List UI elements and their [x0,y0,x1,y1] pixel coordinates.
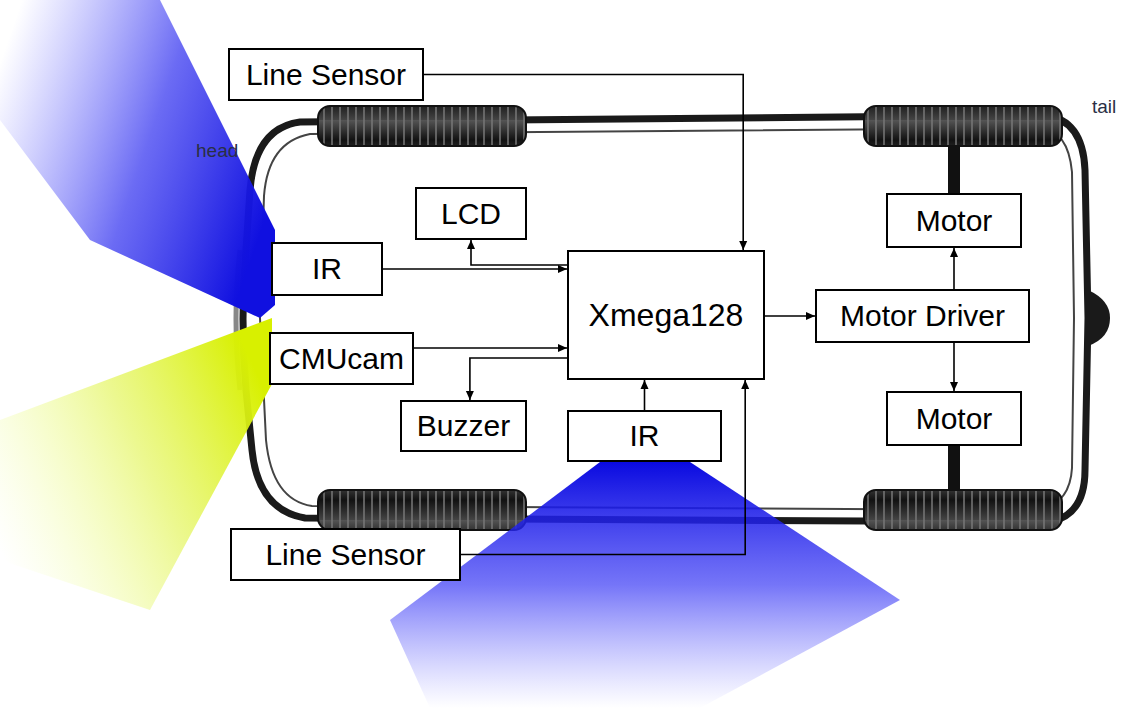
component-box: Line Sensor [228,48,424,101]
component-box: CMUcam [269,332,414,385]
component-label: LCD [441,197,501,231]
component-label: Line Sensor [265,538,425,572]
signal-arrow [953,248,955,289]
component-box: Xmega128 [567,250,765,380]
orientation-label: tail [1092,96,1116,118]
signal-arrow [644,380,646,410]
component-box: IR [271,242,383,296]
signal-arrow [765,315,815,317]
signal-arrow [424,75,743,251]
signal-arrow [383,268,567,270]
component-label: Motor Driver [840,299,1005,333]
axle [948,146,960,194]
wheel [864,106,1062,146]
car-inner-line [260,128,1074,510]
component-label: CMUcam [279,342,404,376]
component-label: Motor [916,204,993,238]
signal-arrow [414,347,567,349]
component-label: Buzzer [417,409,510,443]
component-label: Motor [916,402,993,436]
component-box: LCD [415,187,527,240]
component-box: IR [567,410,722,462]
component-label: IR [312,252,342,286]
component-box: Buzzer [400,400,527,452]
component-box: Motor [886,391,1022,446]
signal-arrow [953,343,955,391]
signal-arrow [470,358,567,400]
tail-bump [1088,290,1110,346]
component-label: IR [630,419,660,453]
component-box: Motor [886,193,1022,248]
wheel [864,490,1062,530]
component-box: Motor Driver [815,289,1030,343]
ir-beam [390,462,900,708]
signal-arrow [471,240,567,265]
wheel [318,490,526,530]
component-box: Line Sensor [230,528,461,581]
component-label: Xmega128 [589,297,744,334]
orientation-label: head [196,140,238,162]
wheel [318,106,526,146]
axle [948,446,960,490]
car-body [243,115,1088,522]
component-label: Line Sensor [246,58,406,92]
